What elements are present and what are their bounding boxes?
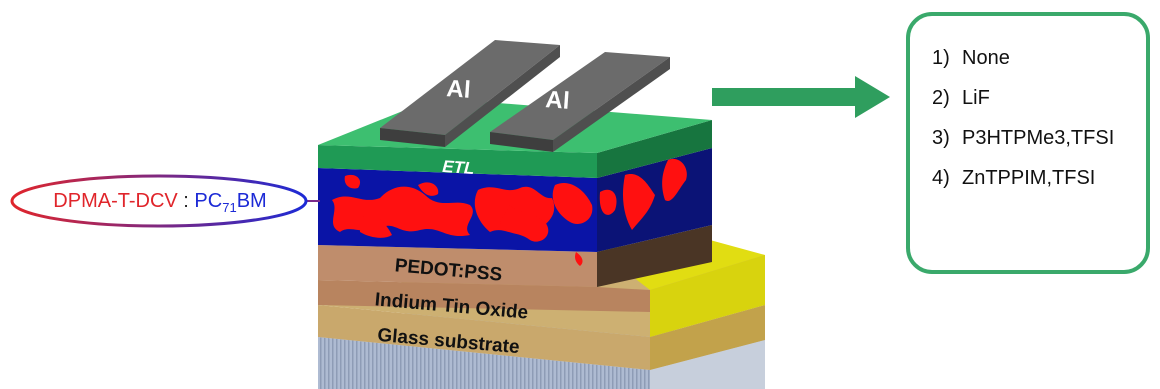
blend-label-ellipse — [10, 174, 308, 228]
etl-option-number: 2) — [932, 87, 950, 109]
etl-option-number: 3) — [932, 127, 950, 149]
acceptor-subscript: 71 — [222, 200, 237, 215]
acceptor-name: PC71BM — [194, 190, 267, 215]
etl-option-item: 4) ZnTPPIM,TFSI — [932, 158, 1114, 198]
electrode-label-right: Al — [545, 86, 571, 115]
donor-phase-domains — [332, 158, 687, 266]
etl-option-item: 3) P3HTPMe3,TFSI — [932, 118, 1114, 158]
etl-options-box: 1) None 2) LiF 3) P3HTPMe3,TFSI 4) ZnTPPIM,T… — [906, 12, 1150, 274]
etl-layer-label: ETL — [442, 157, 475, 178]
arrow-right-icon — [712, 76, 890, 118]
acceptor-prefix: PC — [194, 190, 223, 212]
electrode-left — [380, 40, 560, 147]
etl-option-label: None — [962, 47, 1010, 69]
pedot-layer — [318, 225, 712, 312]
blend-separator: : — [177, 190, 195, 212]
active-layer-blend-label: DPMA-T-DCV : PC71BM — [12, 173, 308, 229]
active-layer — [318, 148, 712, 266]
electrode-label-left: Al — [446, 75, 472, 104]
etl-option-label: LiF — [962, 87, 990, 109]
acceptor-suffix: BM — [236, 190, 267, 212]
etl-options-list: 1) None 2) LiF 3) P3HTPMe3,TFSI 4) ZnTPPIM,T… — [932, 38, 1114, 198]
etl-option-number: 1) — [932, 47, 950, 69]
etl-option-label: ZnTPPIM,TFSI — [962, 167, 1096, 189]
etl-option-item: 1) None — [932, 38, 1114, 78]
etl-option-number: 4) — [932, 167, 950, 189]
etl-option-label: P3HTPMe3,TFSI — [962, 127, 1115, 149]
etl-option-item: 2) LiF — [932, 78, 1114, 118]
donor-name: DPMA-T-DCV — [53, 190, 178, 212]
electrode-right — [490, 52, 670, 152]
